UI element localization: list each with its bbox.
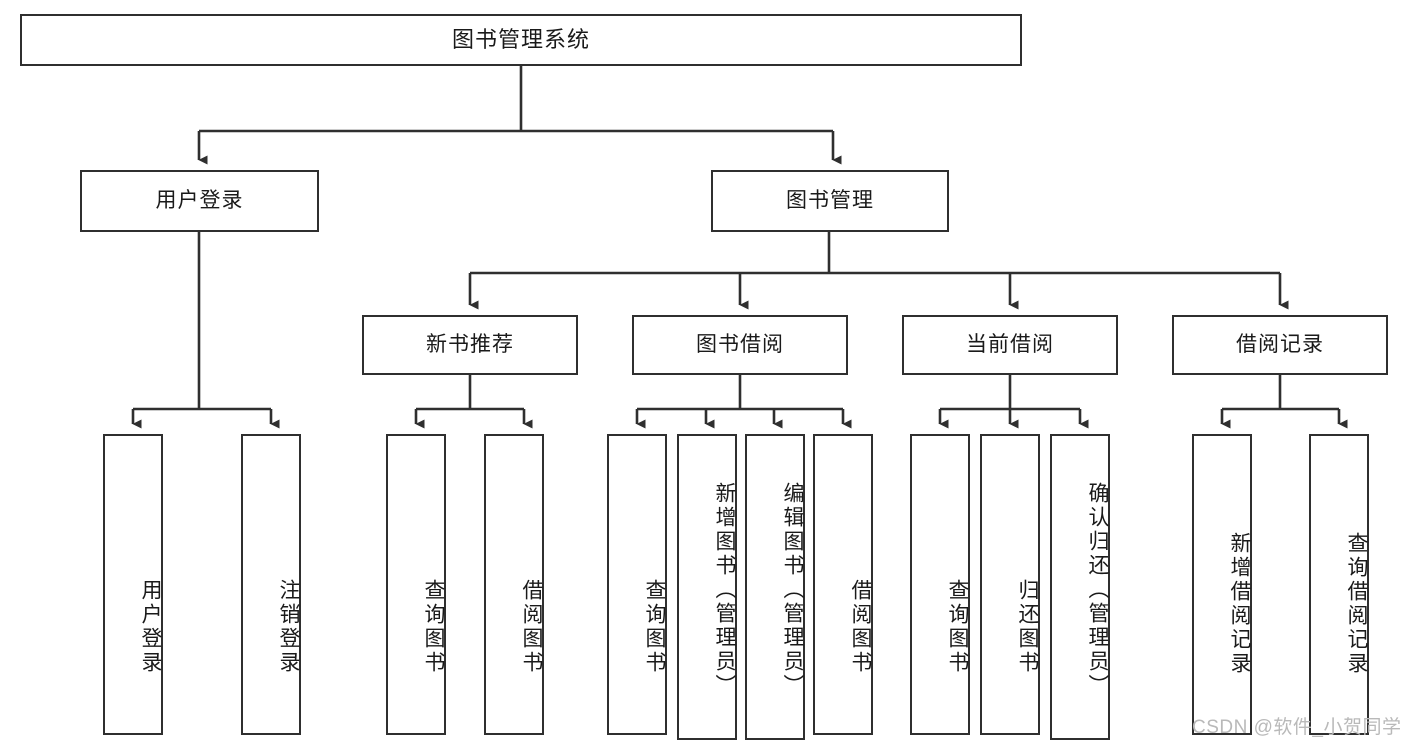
- leaf-query-book-3[interactable]: 查询图书: [910, 434, 970, 735]
- leaf-query-record[interactable]: 查询借阅记录: [1309, 434, 1369, 735]
- leaf-confirm-return[interactable]: 确认归还（管理员）: [1050, 434, 1110, 740]
- watermark: CSDN @软件_小贺同学: [1192, 717, 1402, 738]
- leaf-add-record[interactable]: 新增借阅记录: [1192, 434, 1252, 735]
- leaf-borrow-book-1[interactable]: 借阅图书: [484, 434, 544, 735]
- node-root[interactable]: 图书管理系统: [20, 14, 1022, 66]
- leaf-borrow-book-2[interactable]: 借阅图书: [813, 434, 873, 735]
- leaf-add-book[interactable]: 新增图书（管理员）: [677, 434, 737, 740]
- node-book-manage[interactable]: 图书管理: [711, 170, 949, 232]
- node-borrow-record[interactable]: 借阅记录: [1172, 315, 1388, 375]
- leaf-user-logout[interactable]: 注销登录: [241, 434, 301, 735]
- leaf-query-book-2[interactable]: 查询图书: [607, 434, 667, 735]
- leaf-edit-book[interactable]: 编辑图书（管理员）: [745, 434, 805, 740]
- node-new-book-recommend[interactable]: 新书推荐: [362, 315, 578, 375]
- node-user-login[interactable]: 用户登录: [80, 170, 319, 232]
- leaf-query-book-1[interactable]: 查询图书: [386, 434, 446, 735]
- node-current-borrow[interactable]: 当前借阅: [902, 315, 1118, 375]
- leaf-user-login[interactable]: 用户登录: [103, 434, 163, 735]
- leaf-return-book[interactable]: 归还图书: [980, 434, 1040, 735]
- node-book-borrow[interactable]: 图书借阅: [632, 315, 848, 375]
